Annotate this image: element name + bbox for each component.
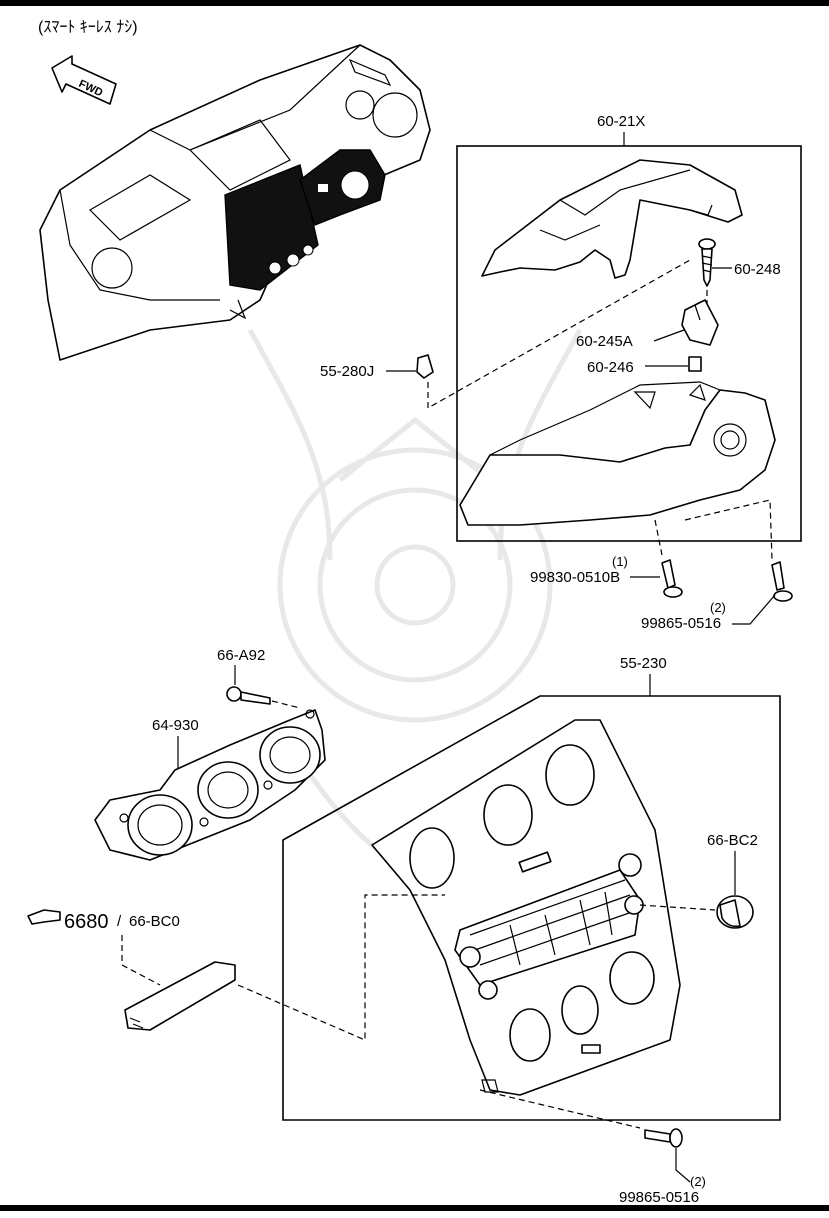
screw-99865-lower-icon bbox=[644, 1128, 683, 1148]
callout-ref-number: 6680 bbox=[64, 911, 109, 933]
callout-screw-c: 99865-0516 bbox=[619, 1189, 699, 1206]
header-note: (ｽﾏｰﾄ ｷｰﾚｽ ﾅｼ) bbox=[38, 19, 138, 36]
screw-60-248-icon bbox=[698, 238, 716, 287]
callout-box-upper: 60-21X bbox=[597, 113, 645, 130]
callout-vent-assembly: 64-930 bbox=[152, 717, 199, 734]
fwd-arrow-icon: FWD bbox=[51, 55, 117, 105]
callout-ref-separator: / bbox=[117, 913, 122, 930]
clip-55-280j-icon bbox=[416, 354, 434, 379]
clip-60-246 bbox=[688, 356, 702, 372]
callout-ref-code: 66-BC0 bbox=[129, 913, 180, 930]
screw-99865-upper-icon bbox=[771, 561, 793, 602]
upper-parts-frame bbox=[456, 145, 802, 542]
callout-clip-small: 60-246 bbox=[587, 359, 634, 376]
lower-column-cover bbox=[459, 389, 776, 526]
callout-bracket: 60-245A bbox=[576, 333, 633, 350]
upper-column-cover bbox=[481, 159, 743, 279]
trim-strip-66-bc0 bbox=[124, 961, 236, 1031]
callout-cap: 66-BC2 bbox=[707, 832, 758, 849]
callout-screw-upper: 60-248 bbox=[734, 261, 781, 278]
callout-clip-side: 55-280J bbox=[320, 363, 374, 380]
reference-pointer-icon bbox=[27, 909, 61, 925]
callout-screw-a-qty: (1) bbox=[612, 554, 628, 569]
screw-66-a92-icon bbox=[226, 686, 271, 705]
callout-box-lower: 55-230 bbox=[620, 655, 667, 672]
lower-parts-frame bbox=[282, 695, 781, 1121]
callout-screw-b: 99865-0516 bbox=[641, 615, 721, 632]
callout-screw-vent: 66-A92 bbox=[217, 647, 265, 664]
center-console-panel bbox=[371, 719, 681, 1096]
top-rule bbox=[0, 0, 829, 6]
screw-99830-icon bbox=[661, 559, 683, 598]
callout-screw-a: 99830-0510B bbox=[530, 569, 620, 586]
bottom-rule bbox=[0, 1205, 829, 1211]
callout-screw-b-qty: (2) bbox=[710, 600, 726, 615]
cap-66-bc2-icon bbox=[716, 895, 754, 929]
air-vent-assembly bbox=[94, 709, 326, 861]
callout-screw-c-qty: (2) bbox=[690, 1174, 706, 1189]
bracket-60-245a bbox=[681, 299, 719, 346]
dashboard-illustration bbox=[39, 44, 431, 361]
